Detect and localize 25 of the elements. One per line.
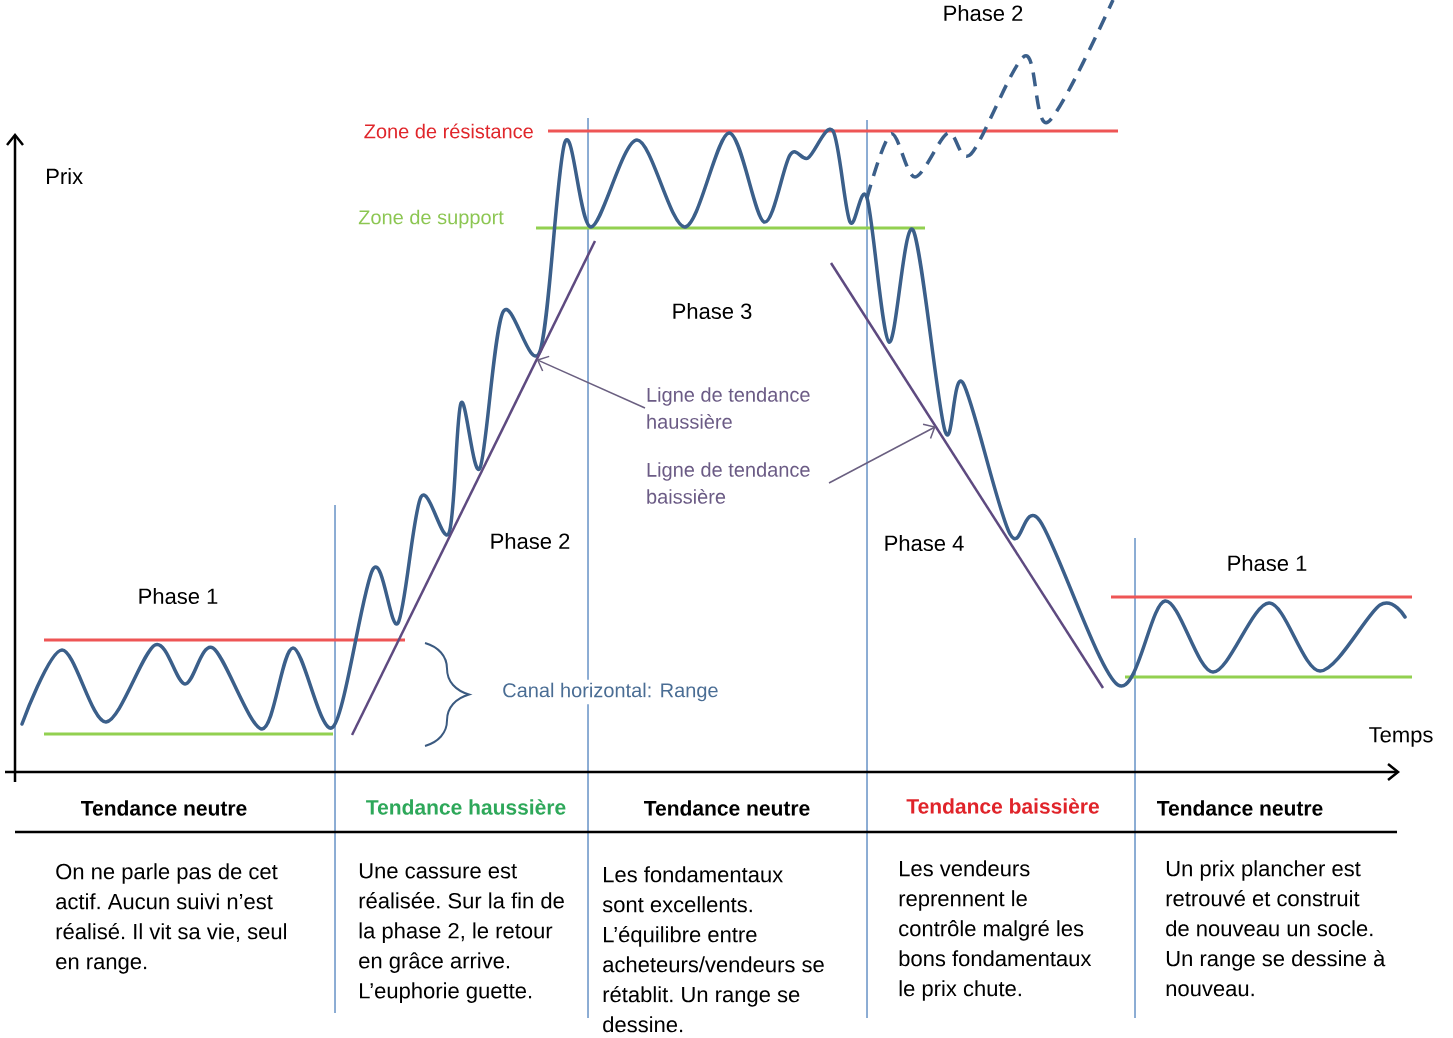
zone-label: Zone de résistance <box>364 123 533 139</box>
description-text: Les vendeurs reprennent le contrôle malgré les bons fondamentaux le prix chute. <box>899 860 1092 1001</box>
phase-label: Phase 1 <box>139 587 218 605</box>
leader-arrow <box>828 423 936 484</box>
description-text: Les fondamentaux sont excellents. L’équilibre entre acheteurs/vendeurs se rétablit. Un range se dessine. <box>602 866 824 1033</box>
phase-label: Phase 3 <box>673 302 752 320</box>
leader-arrow <box>536 355 646 409</box>
phase-label: Phase 1 <box>1228 554 1307 572</box>
axis-label: Temps <box>1369 727 1433 747</box>
callout-text: Ligne de tendance haussière <box>647 387 810 429</box>
description-text: Une cassure est réalisée. Sur la fin de la phase 2, le retour en grâce arrive. L’euphorie guette. <box>359 863 564 1003</box>
description-text: Un prix plancher est retrouvé et construit de nouveau un socle. Un range se dessine à nouveau. <box>1166 860 1386 997</box>
phase-label: Phase 2 <box>491 532 570 550</box>
column-header: Tendance haussière <box>366 799 566 815</box>
phase-label: Phase 2 <box>944 4 1023 22</box>
column-header: Tendance neutre <box>1157 800 1323 816</box>
column-header: Tendance neutre <box>644 800 810 816</box>
column-header: Tendance neutre <box>81 800 247 816</box>
column-header: Tendance baissière <box>906 798 1099 814</box>
phase-label: Phase 4 <box>885 534 964 552</box>
range-label: Canal horizontal: Range <box>499 679 722 705</box>
trend-line <box>829 262 1105 689</box>
description-text: On ne parle pas de cet actif. Aucun suivi n’est réalisé. Il vit sa vie, seul en range. <box>56 863 286 974</box>
axis-label: Prix <box>47 168 83 184</box>
callout-text: Ligne de tendance baissière <box>647 462 810 504</box>
